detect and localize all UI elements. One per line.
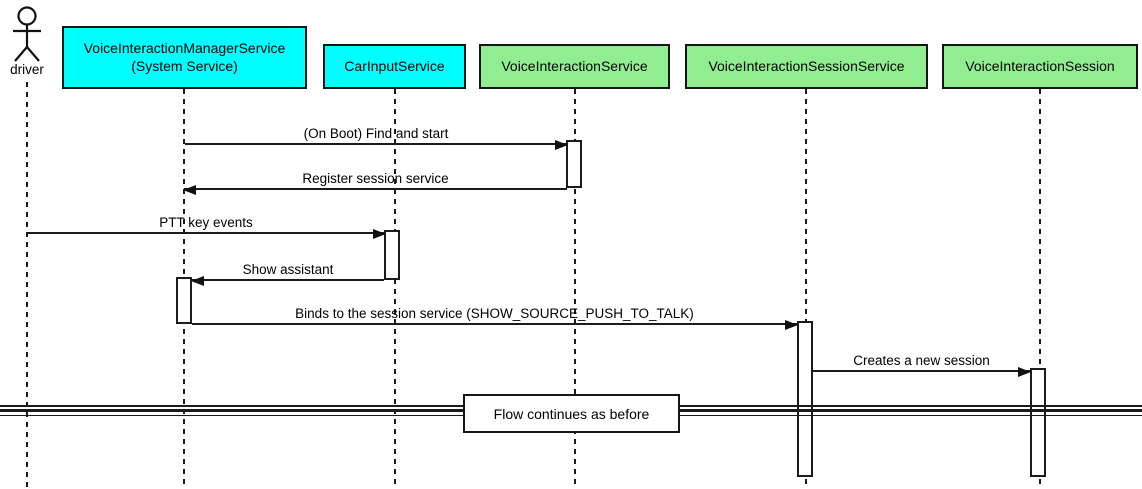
activation-bar-voice-interaction-service: [566, 140, 582, 188]
participant-voice-interaction-manager-service: VoiceInteractionManagerService (System S…: [62, 26, 307, 89]
message-line: [184, 188, 567, 190]
lifeline-driver: [26, 82, 28, 489]
message-ptt-key-events: PTT key events: [27, 210, 386, 239]
message-on-boot-find-and-start: (On Boot) Find and start: [185, 121, 568, 150]
participant-voice-interaction-session: VoiceInteractionSession: [942, 44, 1138, 89]
message-line: [27, 232, 385, 234]
participant-voice-interaction-session-service: VoiceInteractionSessionService: [685, 44, 928, 89]
participant-label: VoiceInteractionService: [501, 57, 648, 74]
message-binds-to-session-service: Binds to the session service (SHOW_SOURC…: [192, 301, 798, 330]
participant-label: VoiceInteractionSession: [965, 57, 1115, 74]
arrowhead-right-icon: [785, 319, 798, 330]
lifeline-voice-interaction-session: [1039, 89, 1041, 489]
message-line: [192, 323, 797, 325]
participant-label: CarInputService: [344, 57, 445, 74]
arrowhead-right-icon: [373, 228, 386, 239]
lifeline-voice-interaction-session-service: [805, 89, 807, 489]
message-show-assistant: Show assistant: [191, 257, 384, 286]
activation-bar-car-input-service: [384, 230, 400, 280]
lifeline-car-input-service: [394, 89, 396, 489]
message-line: [185, 143, 567, 145]
message-label: (On Boot) Find and start: [303, 126, 449, 141]
message-line: [813, 370, 1030, 372]
participant-label: VoiceInteractionSessionService: [708, 57, 905, 74]
message-label: Register session service: [302, 171, 449, 186]
actor-label: driver: [10, 62, 44, 77]
message-line: [192, 279, 384, 281]
actor-stick-figure-icon: [13, 6, 41, 62]
activation-bar-voice-interaction-session-service: [797, 321, 813, 477]
lifeline-voice-interaction-service: [574, 89, 576, 489]
arrowhead-right-icon: [1018, 366, 1031, 377]
message-label: Show assistant: [242, 262, 334, 277]
message-label: Creates a new session: [853, 353, 990, 368]
message-register-session-service: Register session service: [183, 166, 567, 195]
message-creates-a-new-session: Creates a new session: [813, 348, 1031, 377]
activation-bar-voice-interaction-session: [1030, 368, 1046, 477]
arrowhead-left-icon: [191, 275, 204, 286]
arrowhead-left-icon: [183, 184, 196, 195]
activation-bar-voice-interaction-manager-service: [176, 277, 192, 324]
participant-voice-interaction-service: VoiceInteractionService: [479, 44, 670, 89]
participant-car-input-service: CarInputService: [323, 44, 466, 89]
message-label: PTT key events: [159, 215, 253, 230]
divider-label: Flow continues as before: [493, 405, 650, 422]
participant-label: VoiceInteractionManagerService (System S…: [83, 40, 286, 74]
message-label: Binds to the session service (SHOW_SOURC…: [295, 306, 694, 321]
arrowhead-right-icon: [555, 139, 568, 150]
divider-label-box: Flow continues as before: [463, 394, 680, 433]
